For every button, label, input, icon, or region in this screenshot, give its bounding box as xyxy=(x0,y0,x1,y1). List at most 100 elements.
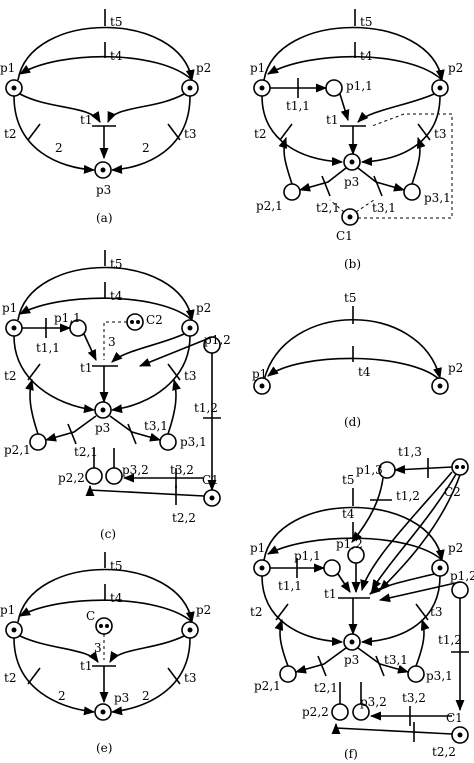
svg-text:p1,3: p1,3 xyxy=(356,463,383,477)
svg-text:p3: p3 xyxy=(344,175,359,189)
panel-f: t5 t4 p1,3 t1,3 C2 t1,2 p1 p2 p1,1 p1,2 … xyxy=(250,445,474,761)
svg-text:p3: p3 xyxy=(95,421,110,435)
svg-text:t1: t1 xyxy=(80,361,92,375)
svg-text:t2,2: t2,2 xyxy=(432,745,456,759)
svg-text:p1: p1 xyxy=(2,301,17,315)
svg-text:p2: p2 xyxy=(448,61,463,75)
svg-text:t3: t3 xyxy=(430,605,442,619)
svg-text:t3: t3 xyxy=(184,369,196,383)
svg-text:t1,1: t1,1 xyxy=(286,99,310,113)
svg-text:p1: p1 xyxy=(250,541,265,555)
svg-text:C2: C2 xyxy=(146,313,163,327)
panel-c: t5 t4 p1 p2 p1,1 t1,1 C2 3 t1 p1,2 t2 t3… xyxy=(2,250,231,541)
svg-text:t2,1: t2,1 xyxy=(316,201,340,215)
label-t5: t5 xyxy=(110,15,122,29)
label-p3: p3 xyxy=(96,183,111,197)
panel-b: t5 t4 p1 p2 t1,1 p1,1 t1 t2 t3 p3 p2,1 p… xyxy=(250,9,463,271)
svg-text:t3,2: t3,2 xyxy=(402,691,426,705)
svg-text:p1: p1 xyxy=(252,367,267,381)
svg-text:t3,1: t3,1 xyxy=(372,201,396,215)
svg-text:t1: t1 xyxy=(324,587,336,601)
svg-text:t1,1: t1,1 xyxy=(36,341,60,355)
label-t2: t2 xyxy=(4,127,16,141)
svg-text:t4: t4 xyxy=(358,365,371,379)
svg-text:t3: t3 xyxy=(434,127,446,141)
svg-text:p1,1: p1,1 xyxy=(54,311,81,325)
svg-text:t5: t5 xyxy=(342,473,354,487)
svg-text:p2: p2 xyxy=(448,361,463,375)
svg-text:t3,1: t3,1 xyxy=(144,419,168,433)
svg-text:t5: t5 xyxy=(110,257,122,271)
svg-text:(c): (c) xyxy=(100,527,116,541)
svg-text:2: 2 xyxy=(142,689,150,703)
svg-text:t4: t4 xyxy=(342,507,355,521)
svg-text:p2,1: p2,1 xyxy=(256,199,283,213)
svg-text:p1: p1 xyxy=(250,61,265,75)
svg-text:p1,1: p1,1 xyxy=(294,549,321,563)
svg-text:C: C xyxy=(86,609,95,623)
svg-text:t1,2: t1,2 xyxy=(438,633,462,647)
svg-text:t5: t5 xyxy=(344,291,356,305)
svg-text:3: 3 xyxy=(94,641,102,655)
svg-text:C1: C1 xyxy=(336,229,353,243)
svg-text:(d): (d) xyxy=(344,415,361,429)
svg-text:p3,1: p3,1 xyxy=(426,669,453,683)
svg-text:C1: C1 xyxy=(202,473,219,487)
svg-text:t4: t4 xyxy=(110,289,123,303)
svg-text:t1: t1 xyxy=(80,659,92,673)
weight-right: 2 xyxy=(142,141,150,155)
svg-text:p2,1: p2,1 xyxy=(254,679,281,693)
arc-t4-p1 xyxy=(19,55,193,81)
svg-text:t3,1: t3,1 xyxy=(384,653,408,667)
svg-text:t5: t5 xyxy=(110,559,122,573)
label-p2: p2 xyxy=(196,61,211,75)
svg-text:p2: p2 xyxy=(196,301,211,315)
svg-text:p3,1: p3,1 xyxy=(180,435,207,449)
svg-text:t3: t3 xyxy=(184,671,196,685)
svg-text:p3,2: p3,2 xyxy=(122,463,149,477)
panel-a: t5 t4 p1 p2 t1 t2 t3 2 2 p3 (a) xyxy=(0,9,211,225)
svg-text:t2: t2 xyxy=(4,369,16,383)
svg-text:t4: t4 xyxy=(360,49,373,63)
svg-text:t1: t1 xyxy=(326,113,338,127)
svg-text:p1,1: p1,1 xyxy=(346,79,373,93)
svg-text:t2: t2 xyxy=(250,605,262,619)
label-t3: t3 xyxy=(184,127,196,141)
svg-text:t5: t5 xyxy=(360,15,372,29)
svg-text:t2: t2 xyxy=(254,127,266,141)
panel-e: t5 t4 p1 p2 C 3 t1 t2 t3 2 2 p3 (e) xyxy=(0,552,211,755)
svg-text:t2: t2 xyxy=(4,671,16,685)
svg-text:p2: p2 xyxy=(196,603,211,617)
weight-left: 2 xyxy=(55,141,63,155)
svg-text:C1: C1 xyxy=(446,711,463,725)
svg-text:C2: C2 xyxy=(444,485,461,499)
arc-t5-p2 xyxy=(17,26,195,82)
label-p1: p1 xyxy=(0,61,15,75)
svg-text:t4: t4 xyxy=(110,591,123,605)
svg-text:p2,1: p2,1 xyxy=(4,443,31,457)
svg-text:p2,2: p2,2 xyxy=(58,471,85,485)
svg-text:p1,2: p1,2 xyxy=(336,537,363,551)
svg-text:t2,1: t2,1 xyxy=(74,445,98,459)
svg-text:t3,2: t3,2 xyxy=(170,463,194,477)
caption-a: (a) xyxy=(96,211,113,225)
svg-text:p1,2: p1,2 xyxy=(204,333,231,347)
label-t4: t4 xyxy=(110,49,123,63)
svg-text:p3,1: p3,1 xyxy=(424,191,451,205)
svg-text:t2,1: t2,1 xyxy=(314,681,338,695)
place-p11 xyxy=(325,79,343,97)
svg-text:p3: p3 xyxy=(344,653,359,667)
svg-text:(f): (f) xyxy=(344,747,358,761)
svg-text:(b): (b) xyxy=(344,257,361,271)
svg-text:(e): (e) xyxy=(96,741,112,755)
svg-text:t1,2: t1,2 xyxy=(396,489,420,503)
panel-d: t5 t4 p1 p2 (d) xyxy=(252,291,463,429)
svg-text:p1: p1 xyxy=(0,603,15,617)
svg-text:p2: p2 xyxy=(448,541,463,555)
svg-text:2: 2 xyxy=(58,689,66,703)
svg-text:p2,2: p2,2 xyxy=(302,705,329,719)
svg-text:p1,2: p1,2 xyxy=(450,569,474,583)
svg-text:t1,2: t1,2 xyxy=(194,401,218,415)
transition-t3 xyxy=(167,123,181,141)
